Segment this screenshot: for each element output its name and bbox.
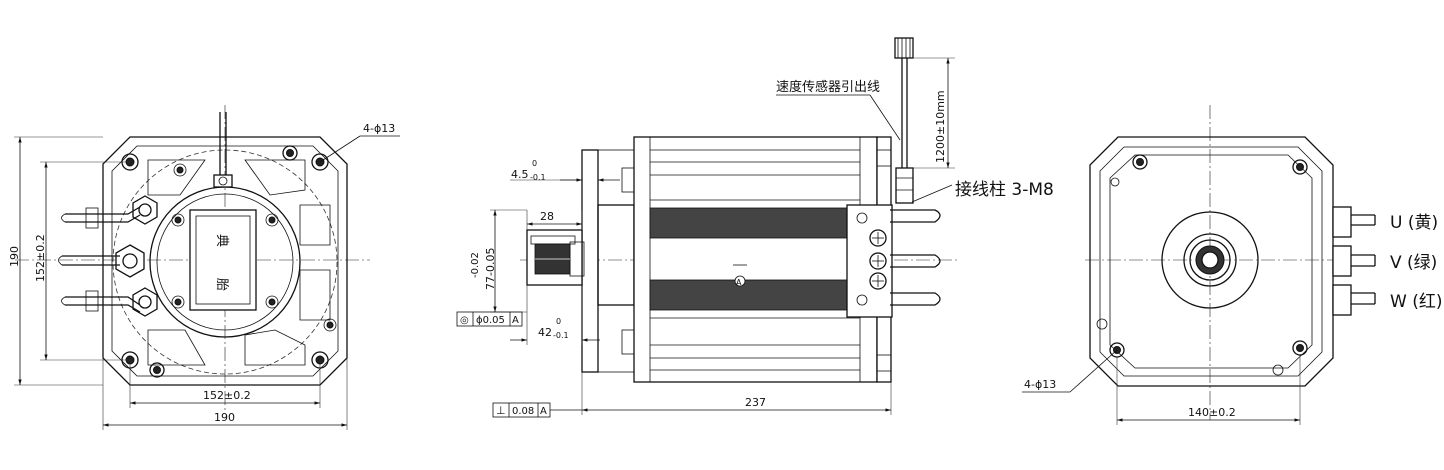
side-shoulder-tol-lower: -0.1 (553, 331, 569, 340)
rear-mounting-hole (1132, 154, 1148, 170)
perpendicularity-symbol: ⊥ (496, 404, 506, 417)
perpendicularity-datum: A (540, 406, 547, 417)
rear-hole-callout: 4-ϕ13 (1024, 378, 1056, 391)
side-terminal-post-label: 接线柱 3-M8 (955, 180, 1054, 200)
side-shaft-length: 28 (540, 210, 554, 223)
front-dim-height-overall: 190 (8, 246, 21, 267)
side-datum-marker: A (736, 278, 742, 287)
side-offset-tol-upper: 0 (532, 159, 537, 168)
rear-view: U (黄) V (绿) W (红) 4-ϕ13 140±0.2 (1022, 105, 1442, 425)
rear-mounting-hole (1292, 340, 1308, 356)
side-body-length: 237 (745, 396, 766, 409)
concentricity-datum: A (512, 315, 519, 326)
front-dim-width-overall: 190 (214, 411, 235, 424)
side-shaft-dia: 77-0.05 (484, 248, 497, 290)
rear-hub-outer (1161, 211, 1259, 309)
front-view: 典 胎 4-ϕ13 190 152±0.2 152±0.2 190 (8, 105, 400, 430)
front-hole-callout: 4-ϕ13 (363, 122, 395, 135)
concentricity-symbol: ◎ (460, 315, 469, 326)
rear-dim-width-holes: 140±0.2 (1188, 406, 1236, 419)
perpendicularity-frame: ⊥ 0.08 A (492, 402, 582, 418)
side-offset-tol-lower: -0.1 (530, 173, 546, 182)
rear-phase-w-label: W (红) (1390, 292, 1442, 312)
rear-phase-terminal-w (1332, 284, 1376, 316)
perpendicularity-value: 0.08 (512, 406, 534, 417)
side-offset-value: 4.5 (511, 168, 529, 181)
front-dim-height-holes: 152±0.2 (34, 234, 47, 282)
datum-a-circle (734, 275, 746, 287)
side-view: A 1200±10mm 速度传感器引出线 (456, 37, 1054, 418)
rear-phase-u-label: U (黄) (1390, 213, 1438, 233)
sensor-connector (894, 37, 914, 59)
rear-phase-v-label: V (绿) (1390, 253, 1437, 273)
front-mounting-hole (282, 145, 298, 161)
front-mounting-hole (149, 362, 165, 378)
side-lead-length: 1200±10mm (934, 90, 947, 163)
rear-housing-outline (1089, 136, 1334, 387)
front-terminal-post (132, 195, 158, 225)
side-terminal-screw (869, 252, 887, 270)
front-terminal-post (115, 244, 145, 278)
side-shoulder-tol-upper: 0 (556, 317, 561, 326)
front-terminal-post (132, 287, 158, 317)
side-shaft-dia-tol: -0.02 (470, 252, 481, 278)
side-shoulder-value: 42 (538, 326, 552, 339)
junction-box (189, 209, 257, 311)
rear-mounting-hole (1292, 159, 1308, 175)
concentricity-value: ϕ0.05 (476, 315, 505, 326)
front-box-label-bottom: 胎 (214, 278, 229, 291)
front-dim-width-holes: 152±0.2 (203, 389, 251, 402)
front-box-label-top: 典 (214, 234, 229, 247)
side-terminal-screw (869, 229, 887, 247)
side-terminal-screw (869, 272, 887, 290)
rear-phase-terminal-v (1332, 245, 1376, 277)
side-motor-body (633, 136, 878, 383)
side-speed-sensor-label: 速度传感器引出线 (776, 79, 880, 95)
concentricity-frame: ◎ ϕ0.05 A (456, 311, 523, 327)
rear-phase-terminal-u (1332, 206, 1376, 238)
side-front-flange (581, 149, 599, 373)
